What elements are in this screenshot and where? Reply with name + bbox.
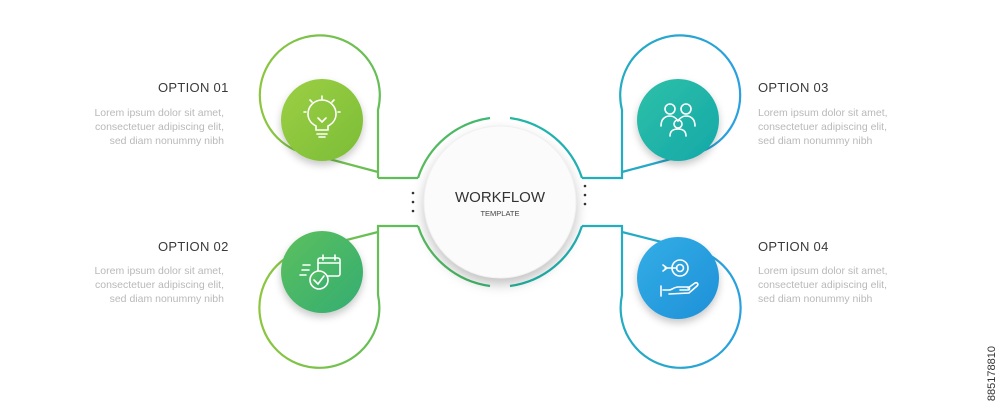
option-3-description: Lorem ipsum dolor sit amet, consectetuer… [758, 106, 888, 148]
center-subtitle: TEMPLATE [480, 209, 519, 218]
connector-lines [258, 34, 742, 369]
option-circle-1 [281, 79, 363, 161]
option-circle-2 [281, 231, 363, 313]
option-3-line-3: sed diam nonummy nibh [758, 135, 873, 147]
center-arc-bottom-right [509, 225, 584, 288]
stock-id-watermark: 885178810 [986, 345, 998, 401]
option-2-line-2: consectetuer adipiscing elit, [95, 279, 224, 291]
option-circle-4 [637, 237, 719, 319]
option-1-description: Lorem ipsum dolor sit amet, consectetuer… [94, 106, 224, 148]
center-arc-top-right [509, 116, 584, 179]
option-3-line-2: consectetuer adipiscing elit, [758, 121, 887, 133]
connector-option-3 [582, 34, 742, 180]
dots-right [583, 184, 587, 206]
dots-left [411, 191, 415, 213]
center-arc-bottom-left [416, 225, 491, 288]
option-3-title: OPTION 03 [758, 80, 829, 95]
option-4-title: OPTION 04 [758, 239, 829, 254]
option-2-title: OPTION 02 [158, 239, 229, 254]
center-circle: WORKFLOW TEMPLATE [423, 125, 577, 279]
option-4-description: Lorem ipsum dolor sit amet, consectetuer… [758, 264, 888, 306]
option-4-line-1: Lorem ipsum dolor sit amet, [758, 265, 888, 277]
option-1-title: OPTION 01 [158, 80, 229, 95]
center-title: WORKFLOW [455, 189, 546, 206]
option-1-line-3: sed diam nonummy nibh [109, 135, 224, 147]
connector-option-1 [258, 34, 418, 180]
option-2-description: Lorem ipsum dolor sit amet, consectetuer… [94, 264, 224, 306]
connector-option-4 [582, 224, 742, 369]
option-1-line-1: Lorem ipsum dolor sit amet, [94, 107, 224, 119]
option-circle-3 [637, 79, 719, 161]
center-arc-top [416, 116, 491, 179]
option-4-line-3: sed diam nonummy nibh [758, 293, 873, 305]
team-icon [660, 103, 696, 137]
option-2-line-1: Lorem ipsum dolor sit amet, [94, 265, 224, 277]
lightbulb-icon [303, 95, 341, 138]
hand-target-icon [660, 259, 699, 297]
option-1-line-2: consectetuer adipiscing elit, [95, 121, 224, 133]
connector-option-2 [258, 224, 418, 369]
calendar-check-icon [299, 254, 341, 290]
option-4-line-2: consectetuer adipiscing elit, [758, 279, 887, 291]
option-2-line-3: sed diam nonummy nibh [109, 293, 224, 305]
option-3-line-1: Lorem ipsum dolor sit amet, [758, 107, 888, 119]
